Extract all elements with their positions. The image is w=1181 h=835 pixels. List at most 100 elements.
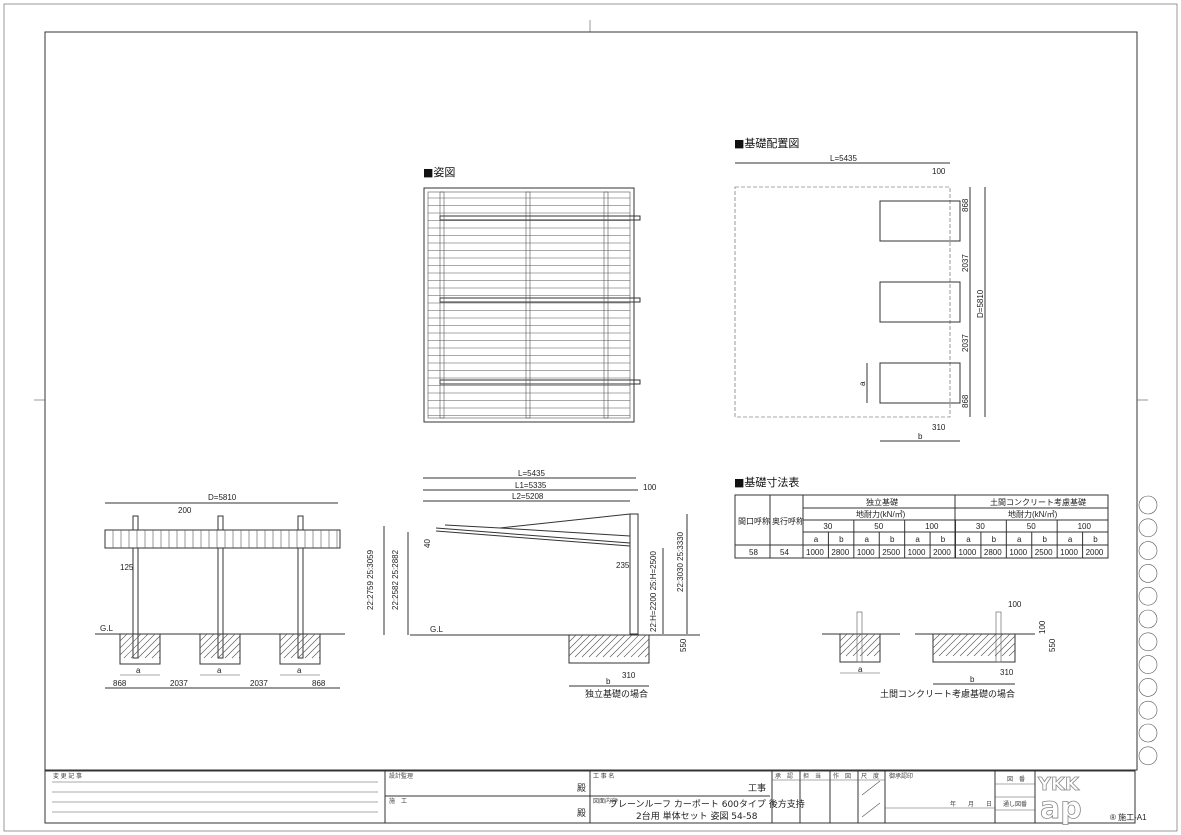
- hatch: [859, 635, 881, 657]
- scale-label: 尺 度: [861, 772, 879, 780]
- revision-circle: [1138, 609, 1158, 629]
- table-cell-value: 2500: [882, 548, 900, 557]
- change-record-label: 変 更 記 事: [53, 772, 82, 780]
- dim-spacing: 868: [961, 394, 970, 408]
- title-block: 変 更 記 事 設計監理 殿 施 工 殿 工 事 名 工事 図面内容 プレーンル…: [44, 770, 1147, 826]
- hatch: [980, 633, 1004, 657]
- hatch: [581, 634, 605, 658]
- hatch: [290, 633, 316, 659]
- dim-a: a: [858, 381, 867, 386]
- hatch: [1001, 642, 1016, 657]
- dim-b: b: [970, 675, 975, 684]
- dim-a: a: [217, 666, 222, 675]
- hatch: [616, 634, 640, 658]
- dim-L: L=5435: [830, 154, 857, 163]
- table-bearing-value: 100: [1078, 522, 1092, 531]
- hatch: [151, 649, 161, 659]
- dim-L2: L2=5208: [512, 492, 544, 501]
- drawing-number-label: 図 番: [1007, 776, 1025, 783]
- hatch: [199, 633, 222, 656]
- serial-number-label: 通し図番: [1003, 800, 1027, 808]
- hatch: [588, 634, 612, 658]
- table-cell-value: 2800: [831, 548, 849, 557]
- revision-circle: [1138, 495, 1158, 515]
- table-cell-value: 2000: [1086, 548, 1104, 557]
- dim-b: b: [918, 432, 923, 441]
- revision-circle: [1138, 564, 1158, 583]
- hatch: [839, 633, 855, 649]
- dim-310: 310: [1000, 668, 1014, 677]
- hatch: [952, 633, 976, 657]
- hatch: [932, 633, 948, 649]
- hatch: [932, 633, 941, 642]
- hatch: [144, 642, 161, 659]
- project-suffix: 工事: [748, 782, 766, 794]
- dim-310: 310: [932, 423, 946, 432]
- revision-circle: [1138, 586, 1158, 606]
- dim-spacing: 868: [113, 679, 127, 688]
- dim-40: 40: [423, 539, 432, 548]
- table-bearing-value: 50: [874, 522, 883, 531]
- table-header-independent: 独立基礎: [866, 497, 898, 507]
- project-name-label: 工 事 名: [593, 772, 614, 780]
- side-elevation-view: L=5435 L1=5335 L2=5208 100 40 235 22:275…: [366, 469, 700, 700]
- dim-total-height: 22:3030 25:3330: [676, 531, 685, 592]
- hatch: [238, 656, 241, 659]
- table-bearing-value: 30: [976, 522, 985, 531]
- table-ab-header: a: [915, 535, 920, 544]
- dim-spacing: 2037: [170, 679, 188, 688]
- table-header-bearing: 地耐力(kN/㎡): [856, 509, 906, 519]
- revision-circle: [1138, 700, 1158, 720]
- table-ab-header: b: [941, 535, 946, 544]
- hatch: [279, 633, 295, 649]
- dim-a: a: [297, 666, 302, 675]
- table-bearing-value: 50: [1027, 522, 1036, 531]
- hatch: [574, 634, 598, 658]
- front-elevation-view: D=5810 200 125 G.L a a a 868 2037 2037 8…: [95, 493, 345, 689]
- revision-circle: [1138, 746, 1158, 766]
- hatch: [231, 649, 241, 659]
- revision-circle: [1138, 518, 1158, 538]
- table-cell-depth: 54: [780, 548, 789, 557]
- hatch: [602, 634, 626, 658]
- hatch: [609, 634, 633, 658]
- slab-foundation-detail: a 100 100 550 310 b 土間コンクリート考慮基礎の場合: [822, 600, 1057, 700]
- hatch: [279, 633, 302, 656]
- foundation-dimension-table: 間口呼称 奥行呼称 独立基礎 土間コンクリート考慮基礎 地耐力(kN/㎡) 地耐…: [734, 494, 1109, 559]
- drafter-label: 作 図: [833, 772, 851, 780]
- dim-spacing: 2037: [250, 679, 268, 688]
- hatch: [130, 633, 156, 659]
- hatch: [304, 642, 321, 659]
- hatch: [119, 633, 142, 656]
- dim-125: 125: [120, 563, 134, 572]
- dim-a: a: [858, 665, 863, 674]
- hatch: [637, 645, 650, 658]
- table-header-span: 間口呼称: [738, 516, 770, 526]
- table-ab-header: b: [1093, 535, 1098, 544]
- hatch: [297, 635, 321, 659]
- revision-circle: [1138, 632, 1158, 652]
- table-ab-header: b: [1042, 535, 1047, 544]
- hatch: [568, 634, 577, 643]
- hatch: [852, 633, 876, 657]
- sheet-code: ® 施工-A1: [1110, 812, 1147, 822]
- foundation-table-title: ■基礎寸法表: [734, 475, 799, 489]
- design-supervisor-label: 設計監理: [389, 772, 413, 780]
- in-charge-label: 担 当: [803, 772, 821, 780]
- hatch: [203, 633, 229, 659]
- revision-circle: [1138, 678, 1158, 697]
- dim-depth: D=5810: [208, 493, 237, 502]
- table-cell-value: 2500: [1035, 548, 1053, 557]
- hatch: [845, 633, 869, 657]
- svg-text:ap: ap: [1040, 791, 1082, 826]
- elevation-title: ■姿図: [423, 166, 455, 179]
- dim-height-inner: 22:2582 25:2882: [391, 549, 400, 610]
- hatch: [199, 633, 208, 642]
- dim-a: a: [136, 666, 141, 675]
- hatch: [987, 633, 1011, 657]
- hatch: [839, 633, 862, 656]
- hatch: [959, 633, 983, 657]
- table-ab-header: b: [890, 535, 895, 544]
- roof-plan-view: [423, 187, 641, 423]
- dim-100: 100: [643, 483, 657, 492]
